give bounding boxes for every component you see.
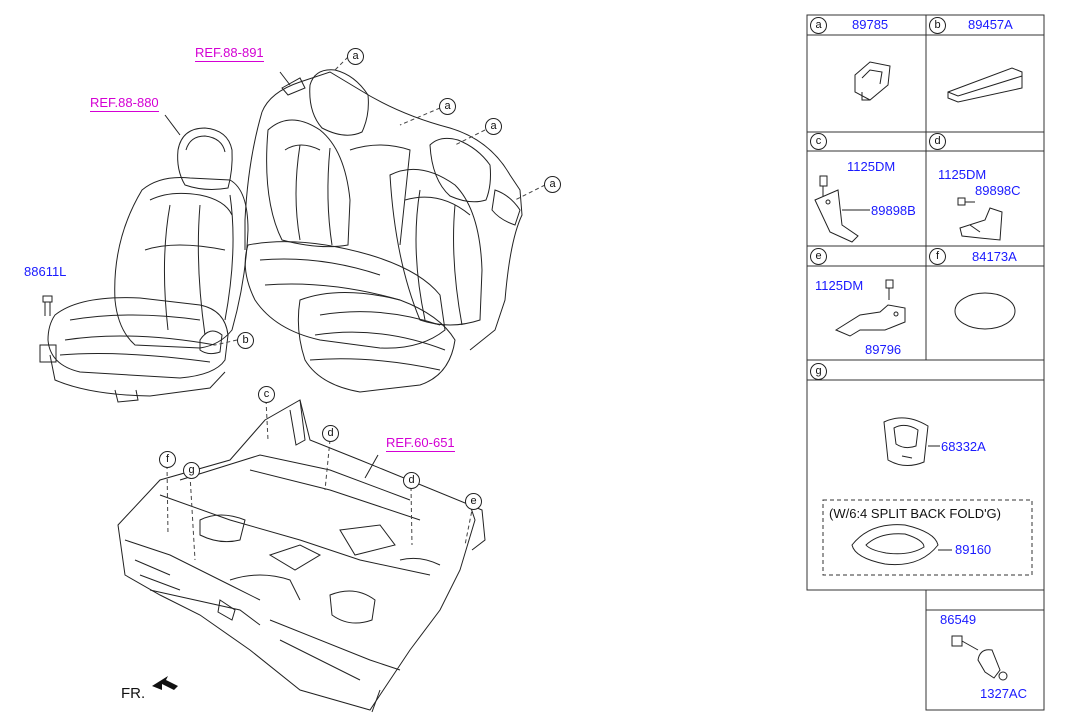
front-arrow-icon (152, 676, 178, 690)
part-label-89898b: 89898B (871, 203, 916, 218)
rear-seat-drawing (244, 69, 523, 393)
part-label-84173a: 84173A (972, 249, 1017, 264)
part-label-89898c: 89898C (975, 183, 1021, 198)
callout-a: a (347, 48, 364, 65)
parts-table (806, 14, 1045, 711)
table-letter-d: d (929, 133, 946, 150)
table-letter-g: g (810, 363, 827, 380)
front-seat-drawing (39, 127, 249, 403)
part-89898c-drawing (957, 197, 1003, 241)
callout-c: c (258, 386, 275, 403)
part-89160-drawing (851, 524, 952, 566)
table-letter-b: b (929, 17, 946, 34)
part-label-1125dm-e: 1125DM (815, 278, 864, 293)
ref-60-651: REF.60-651 (386, 435, 455, 452)
table-letter-a: a (810, 17, 827, 34)
part-label-1125dm-d: 1125DM (938, 167, 987, 182)
part-label-89457a: 89457A (968, 17, 1013, 32)
callout-e: e (465, 493, 482, 510)
callout-d: d (322, 425, 339, 442)
callout-f: f (159, 451, 176, 468)
part-label-68332a: 68332A (941, 439, 986, 454)
option-note: (W/6:4 SPLIT BACK FOLD'G) (829, 506, 1002, 521)
table-letter-c: c (810, 133, 827, 150)
front-direction-label: FR. (121, 685, 146, 702)
part-89457a-drawing (947, 67, 1023, 103)
part-86549-drawing (951, 635, 1008, 681)
part-label-89160: 89160 (955, 542, 992, 557)
part-84173a-drawing (954, 292, 1016, 330)
part-label-86549: 86549 (940, 612, 977, 627)
floor-pan-drawing (117, 399, 486, 713)
callout-a: a (439, 98, 456, 115)
part-label-1125dm-c: 1125DM (847, 159, 896, 174)
ref-88-880: REF.88-880 (90, 95, 159, 112)
callout-a: a (485, 118, 502, 135)
callout-g: g (183, 462, 200, 479)
part-89785-drawing (854, 61, 891, 101)
callout-d: d (403, 472, 420, 489)
part-label-1327ac: 1327AC (980, 686, 1027, 701)
part-68332a-drawing (883, 417, 940, 466)
part-label-88611l: 88611L (24, 264, 67, 279)
part-label-89785: 89785 (852, 17, 889, 32)
table-letter-f: f (929, 248, 946, 265)
callout-a: a (544, 176, 561, 193)
table-letter-e: e (810, 248, 827, 265)
callout-b: b (237, 332, 254, 349)
part-89796-drawing (834, 279, 906, 337)
part-label-89796: 89796 (865, 342, 902, 357)
part-89898b-drawing (814, 175, 870, 243)
ref-88-891: REF.88-891 (195, 45, 264, 62)
